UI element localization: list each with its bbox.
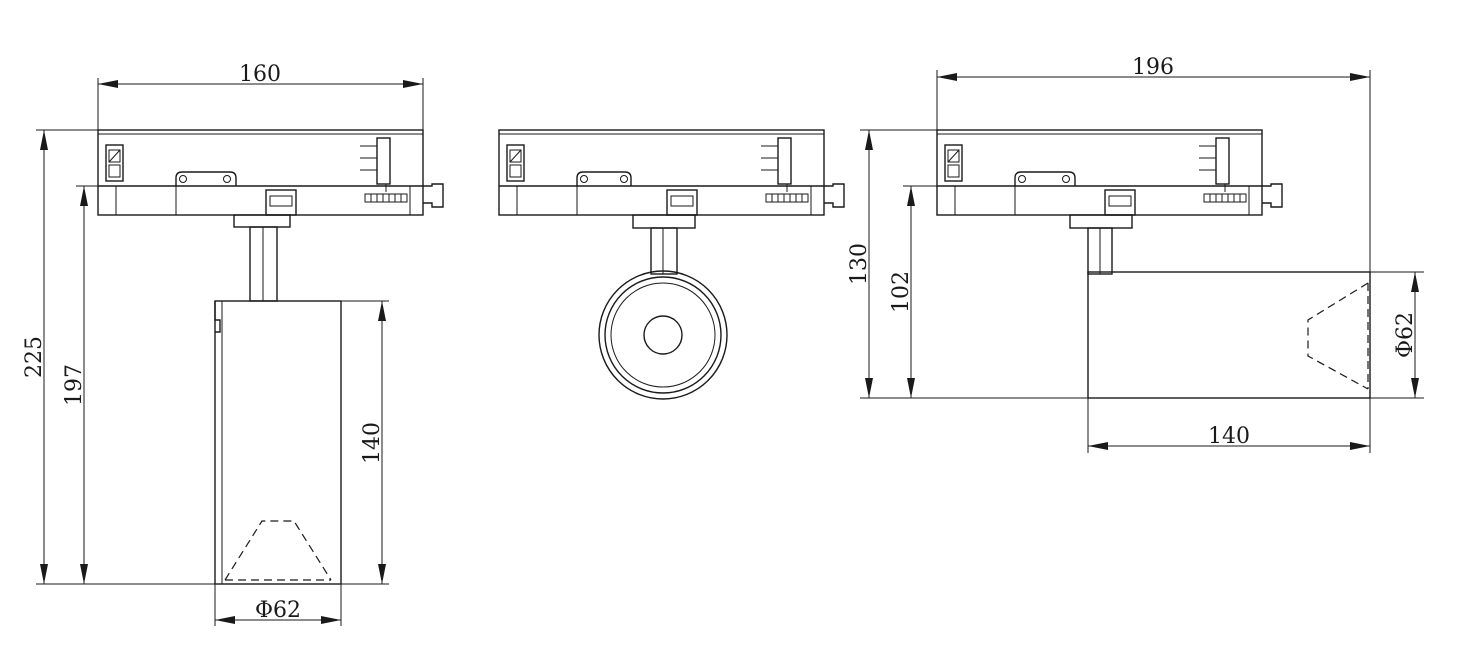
dim-side-head-length-label: 140 [1208,424,1250,449]
end-view [498,129,845,400]
dim-front-head-diameter-label: Φ62 [255,598,301,623]
dim-front-head-length: 140 [341,300,389,585]
side-view: 196 130 102 Φ62 [847,55,1424,453]
side-stem [1069,214,1133,275]
dim-side-mount-height-label: 102 [889,271,914,313]
dim-front-mount-height: 197 [62,185,116,584]
dim-side-total-height: 130 [847,129,1088,399]
dim-front-head-length-label: 140 [360,422,385,464]
front-view: 160 225 197 140 [22,62,444,626]
dim-front-total-height-label: 225 [22,336,47,378]
dim-side-total-width: 196 [936,55,1371,272]
end-stem [632,214,696,275]
dim-front-width-label: 160 [239,62,281,87]
dim-side-head-length: 140 [1087,398,1371,453]
dim-front-total-height: 225 [22,129,215,585]
dim-side-head-diameter: Φ62 [1370,271,1424,399]
dim-side-total-width-label: 196 [1132,55,1174,80]
side-lamp-head [1087,271,1371,399]
front-stem [233,214,291,302]
dim-front-mount-height-label: 197 [62,364,87,406]
dim-side-mount-height: 102 [889,185,955,398]
end-adapter [498,129,845,216]
front-adapter [97,129,444,216]
dim-front-head-diameter: Φ62 [214,584,342,626]
side-adapter [936,129,1283,216]
dim-side-total-height-label: 130 [847,243,872,285]
end-lamp-face [598,270,728,400]
dim-front-width: 160 [97,62,424,130]
dim-side-head-diameter-label: Φ62 [1393,312,1418,358]
front-lamp-head [214,300,342,585]
